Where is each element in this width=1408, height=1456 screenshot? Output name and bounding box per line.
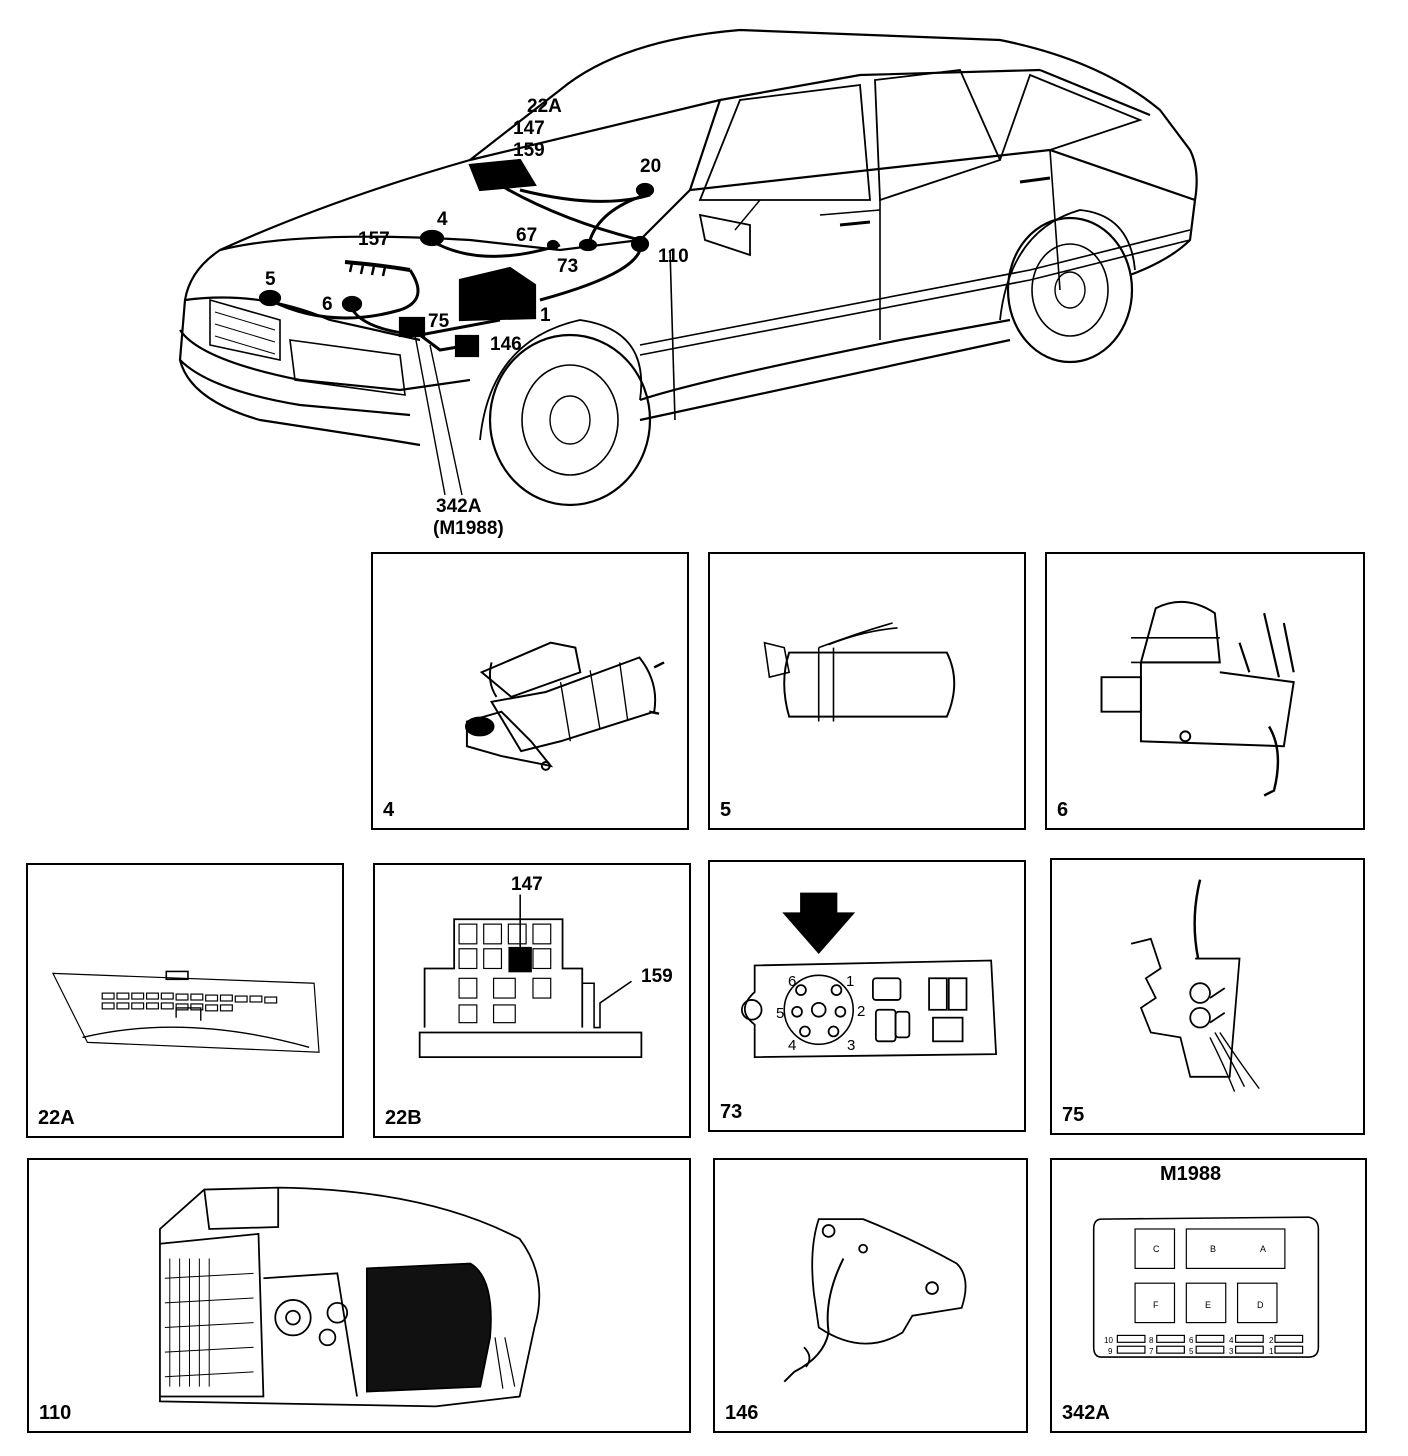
fuse-6: 6 <box>1189 1336 1194 1345</box>
panel-6-label: 6 <box>1057 799 1069 821</box>
panel-73-pin3: 3 <box>847 1037 856 1054</box>
panel-73-pin1: 1 <box>846 973 855 990</box>
panel-22b-label: 22B <box>385 1107 422 1129</box>
panel-73-pin4: 4 <box>788 1037 797 1054</box>
panel-73-pin5: 5 <box>776 1005 785 1022</box>
panel-22b-control-unit: 147 159 22B <box>373 863 691 1138</box>
callout-1: 1 <box>540 305 551 326</box>
panel-75-sensor: 75 <box>1050 858 1365 1135</box>
relay-d: D <box>1257 1300 1264 1310</box>
relay-a: A <box>1260 1244 1267 1254</box>
fuse-4: 4 <box>1229 1336 1234 1345</box>
fuse-3: 3 <box>1229 1347 1234 1356</box>
panel-73-pin6: 6 <box>788 973 797 990</box>
callout-73: 73 <box>557 256 579 277</box>
panel-4-label: 4 <box>383 799 395 821</box>
callout-157: 157 <box>358 229 390 250</box>
relay-e: E <box>1205 1300 1212 1310</box>
panel-75-label: 75 <box>1062 1104 1085 1126</box>
panel-22b-callout-159: 159 <box>641 966 673 987</box>
panel-5-label: 5 <box>720 799 732 821</box>
callout-20: 20 <box>640 156 662 177</box>
panel-22b-callout-147: 147 <box>511 874 543 895</box>
callout-147: 147 <box>513 118 545 139</box>
panel-5-ignition-coil: 5 <box>708 552 1026 830</box>
relay-f: F <box>1153 1300 1159 1310</box>
fuse-7: 7 <box>1149 1347 1154 1356</box>
relay-b: B <box>1210 1244 1217 1254</box>
panel-342a-relay-box: M1988 C B A F E D 10 8 6 4 2 9 7 5 3 1 3… <box>1050 1158 1367 1433</box>
fuse-2: 2 <box>1269 1336 1274 1345</box>
callout-22a: 22A <box>527 96 562 117</box>
panel-342a-header: M1988 <box>1160 1163 1222 1185</box>
callout-110: 110 <box>658 246 689 267</box>
relay-c: C <box>1153 1244 1160 1254</box>
fuse-8: 8 <box>1149 1336 1154 1345</box>
panel-146-label: 146 <box>725 1402 759 1424</box>
panel-146-sensor: 146 <box>713 1158 1028 1433</box>
fuse-10: 10 <box>1104 1336 1113 1345</box>
callout-67: 67 <box>516 225 538 246</box>
panel-73-connector: 6 1 2 3 4 5 73 <box>708 860 1026 1132</box>
fuse-1: 1 <box>1269 1347 1274 1356</box>
panel-22a-control-unit: 22A <box>26 863 344 1138</box>
panel-22a-label: 22A <box>38 1107 75 1129</box>
callout-5: 5 <box>265 269 276 290</box>
callout-75: 75 <box>428 311 450 332</box>
panel-73-label: 73 <box>720 1101 743 1123</box>
callout-342a: 342A <box>436 496 482 517</box>
callout-159: 159 <box>513 140 545 161</box>
panel-4-starter-motor: 4 <box>371 552 689 830</box>
callout-146: 146 <box>490 334 522 355</box>
callout-m1988: (M1988) <box>433 518 504 539</box>
fuse-9: 9 <box>1108 1347 1113 1356</box>
car-overview-drawing <box>178 28 1198 507</box>
panel-342a-label: 342A <box>1062 1402 1110 1424</box>
panel-73-pin2: 2 <box>857 1003 866 1020</box>
panel-6-valve: 6 <box>1045 552 1365 830</box>
callout-6: 6 <box>322 294 333 315</box>
panel-110-instrument-cluster: 110 <box>27 1158 691 1433</box>
fuse-5: 5 <box>1189 1347 1194 1356</box>
callout-4: 4 <box>437 209 448 230</box>
panel-110-label: 110 <box>39 1402 72 1424</box>
